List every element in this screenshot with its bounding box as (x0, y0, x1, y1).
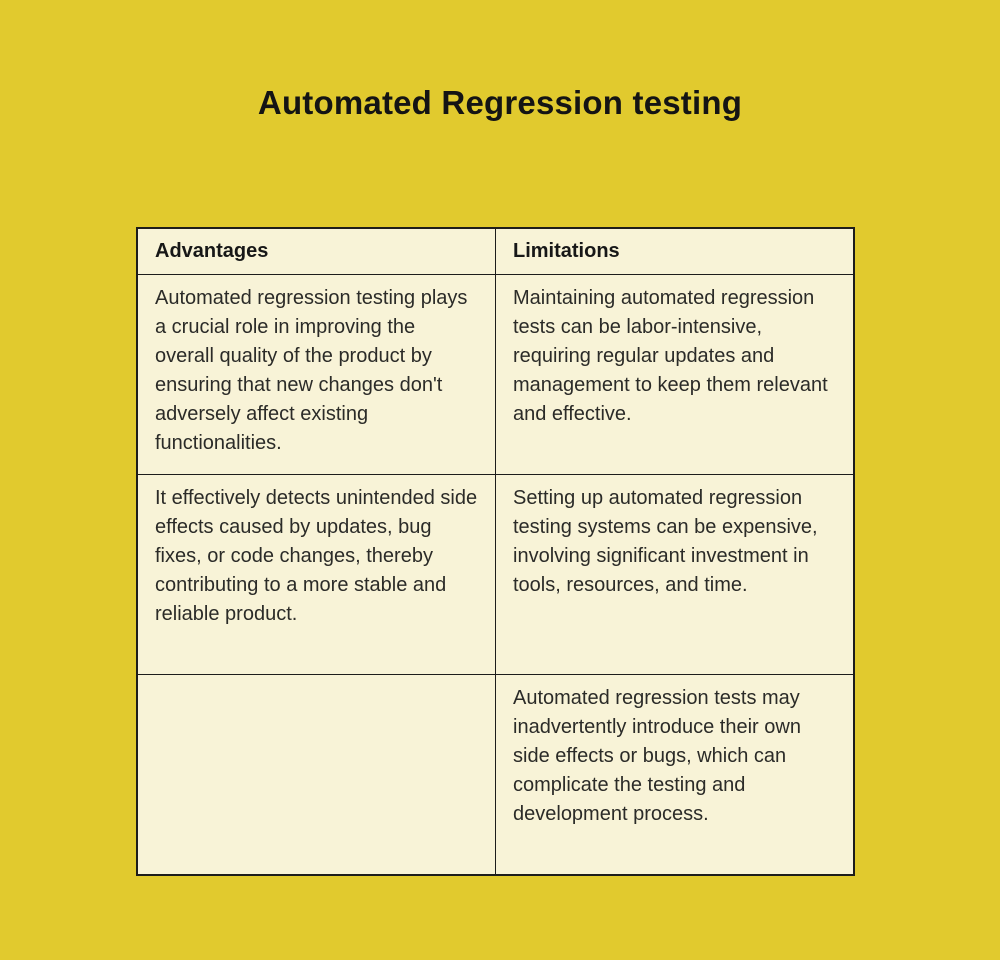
advantages-cell-3-empty (136, 674, 496, 875)
table-row: Automated regression tests may inadverte… (136, 674, 855, 875)
table-header-row: Advantages Limitations (136, 227, 855, 275)
advantages-cell-2: It effectively detects unintended side e… (136, 474, 496, 675)
limitations-cell-2: Setting up automated regression testing … (495, 474, 855, 675)
limitations-cell-3: Automated regression tests may inadverte… (495, 674, 855, 875)
table-row: Automated regression testing plays a cru… (136, 274, 855, 475)
table-row: It effectively detects unintended side e… (136, 474, 855, 675)
column-header-advantages: Advantages (136, 227, 496, 275)
advantages-cell-1: Automated regression testing plays a cru… (136, 274, 496, 475)
advantages-limitations-table: Advantages Limitations Automated regress… (136, 227, 855, 876)
limitations-cell-1: Maintaining automated regression tests c… (495, 274, 855, 475)
column-header-limitations: Limitations (495, 227, 855, 275)
page-title: Automated Regression testing (257, 84, 743, 121)
